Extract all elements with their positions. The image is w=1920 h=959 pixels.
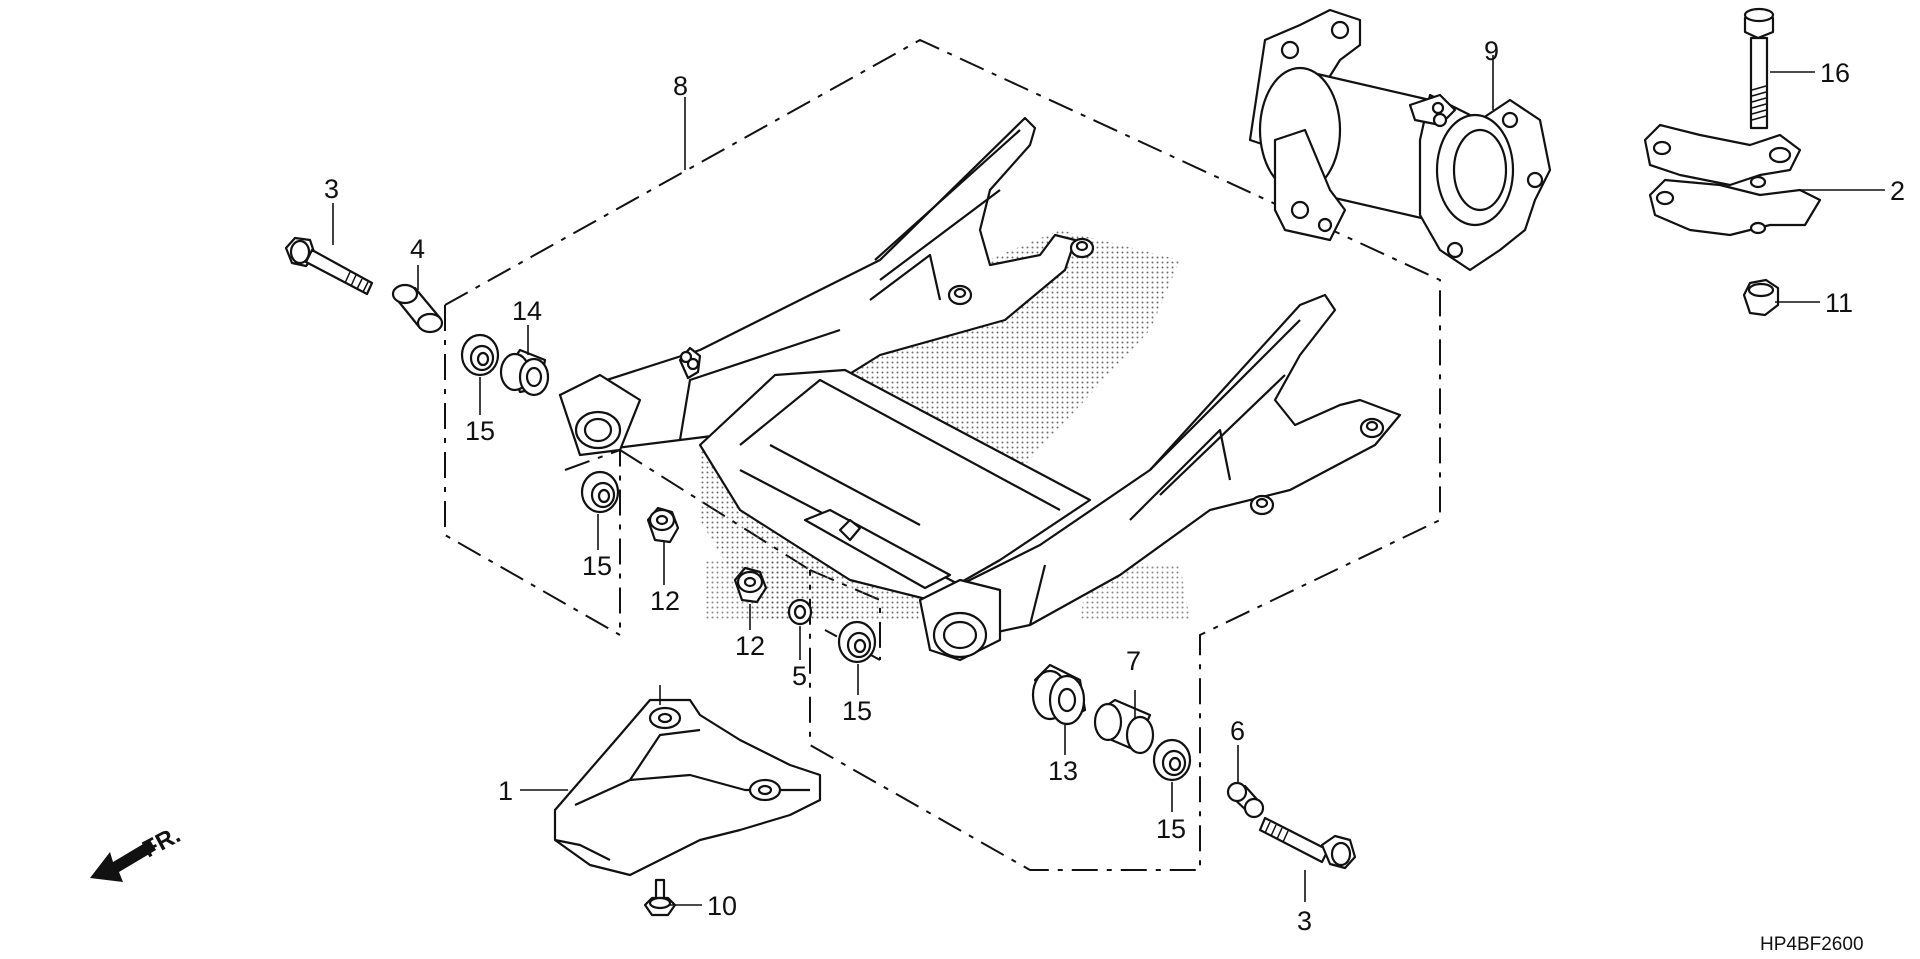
needle-bearing-14[interactable]	[499, 348, 550, 397]
nut-12-b[interactable]	[733, 566, 768, 604]
callout-15-b: 15	[582, 551, 612, 581]
leader-lines	[332, 55, 1885, 906]
skid-plate[interactable]	[553, 698, 822, 877]
dust-seal-15-a[interactable]	[460, 333, 500, 377]
callout-11: 11	[1825, 288, 1853, 318]
bolt-16[interactable]	[1743, 7, 1775, 130]
arm-bolt-center	[947, 284, 973, 306]
callout-13: 13	[1048, 756, 1078, 786]
bearing-13[interactable]	[1031, 663, 1087, 726]
callout-14: 14	[512, 296, 542, 326]
callout-3-left: 3	[324, 174, 339, 204]
callout-15-a: 15	[465, 416, 495, 446]
callout-2: 2	[1890, 176, 1905, 206]
front-direction-arrow: FR.	[90, 821, 185, 882]
callout-6: 6	[1230, 716, 1245, 746]
callout-10: 10	[707, 891, 737, 921]
collar-6[interactable]	[1226, 781, 1265, 819]
bearing-holder-hub[interactable]	[1248, 8, 1552, 272]
callout-4: 4	[410, 234, 425, 264]
callout-5: 5	[792, 661, 807, 691]
collar-5[interactable]	[787, 598, 813, 626]
collar-7[interactable]	[1093, 698, 1155, 755]
bolt-3-left[interactable]	[284, 236, 374, 296]
front-direction-label: FR.	[138, 821, 185, 863]
bolt-10[interactable]	[643, 878, 677, 917]
callout-12-a: 12	[650, 586, 680, 616]
collar-4[interactable]	[391, 283, 444, 334]
plate[interactable]	[1643, 123, 1822, 237]
nut-12-a[interactable]	[646, 506, 680, 544]
callout-1: 1	[498, 776, 513, 806]
bolt-3-right[interactable]	[1258, 816, 1357, 870]
callout-3-right: 3	[1297, 906, 1312, 936]
diagram-code: HP4BF2600	[1760, 934, 1864, 955]
callout-labels: 8 9 16 2 11 3 4 14 15 15 12 12 5 15 13 7…	[324, 36, 1905, 936]
callout-15-c: 15	[842, 696, 872, 726]
callout-7: 7	[1126, 646, 1141, 676]
callout-15-d: 15	[1156, 814, 1186, 844]
arm-bolt-top-left	[1069, 237, 1095, 259]
swingarm[interactable]	[558, 116, 1402, 662]
dust-seal-15-c[interactable]	[837, 620, 877, 664]
nut-11[interactable]	[1742, 278, 1780, 317]
callout-8: 8	[673, 71, 688, 101]
dust-seal-15-b[interactable]	[580, 470, 620, 514]
arm-bolt-lower-right	[1249, 494, 1275, 516]
callout-9: 9	[1484, 36, 1499, 66]
callout-12-b: 12	[735, 631, 765, 661]
arm-bolt-top-right	[1359, 417, 1385, 439]
callout-16: 16	[1820, 58, 1850, 88]
dust-seal-15-d[interactable]	[1152, 738, 1192, 782]
